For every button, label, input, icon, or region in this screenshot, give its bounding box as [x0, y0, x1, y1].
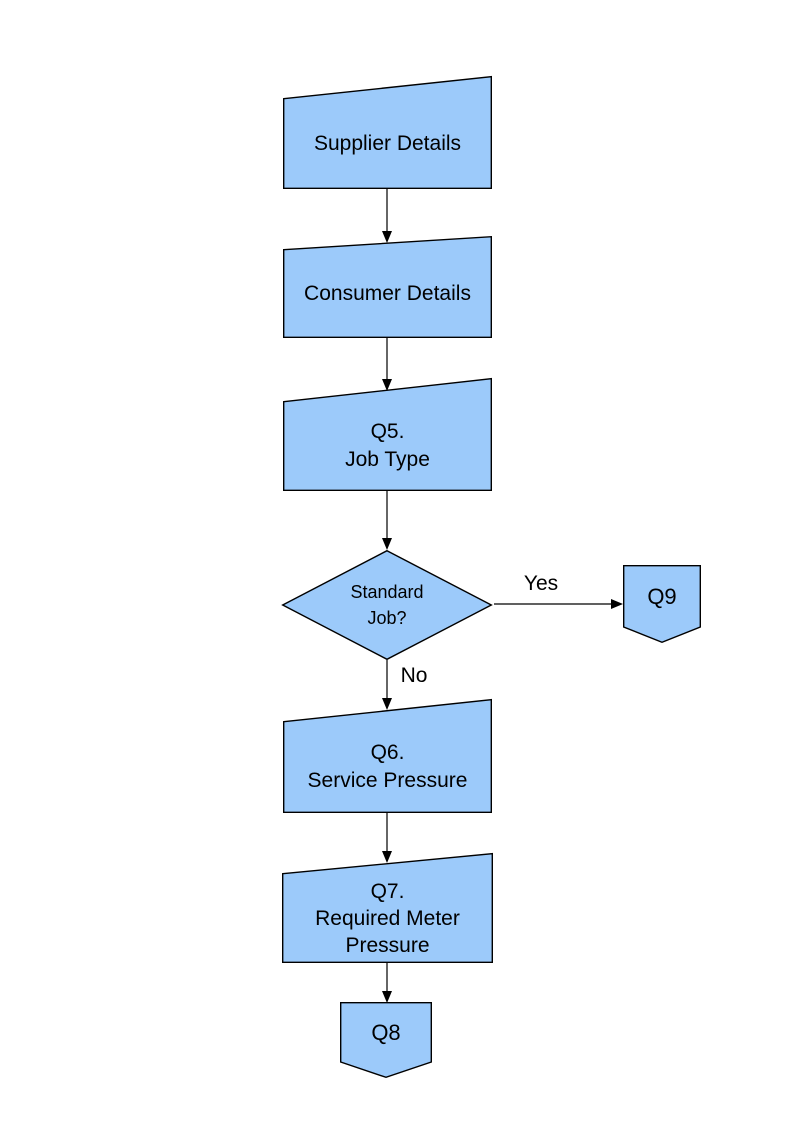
off-page-connector-shape: [339, 1001, 433, 1079]
edge-label-yes: Yes: [523, 572, 559, 595]
flow-node-q7-required-meter-pressure: Q7. Required Meter Pressure: [281, 852, 494, 964]
decision-diamond-shape: [281, 549, 493, 661]
arrow-decision-to-q6: [382, 660, 392, 710]
arrow-q5-to-decision: [382, 491, 392, 550]
node-label-q9: Q9: [647, 584, 677, 609]
node-label-q8: Q8: [371, 1020, 401, 1045]
flow-node-standard-job-decision: Standard Job?: [281, 549, 493, 661]
node-label-q7-required-meter-pressure: Q7. Required Meter Pressure: [315, 879, 460, 957]
flow-node-q8-connector: Q8: [339, 1001, 433, 1079]
manual-input-shape: [282, 698, 493, 814]
off-page-connector-shape: [622, 564, 702, 644]
arrow-consumer-to-q5: [382, 338, 392, 391]
flow-node-consumer-details: Consumer Details: [282, 235, 493, 339]
flow-node-q6-service-pressure: Q6. Service Pressure: [282, 698, 493, 814]
arrow-q7-to-q8: [382, 963, 392, 1003]
manual-input-shape: [281, 852, 494, 964]
flow-node-q5-job-type: Q5. Job Type: [282, 377, 493, 492]
manual-input-shape: [282, 75, 493, 190]
node-label-q6-service-pressure: Q6. Service Pressure: [307, 741, 468, 792]
edge-label-no: No: [400, 664, 428, 687]
flow-node-q9-connector: Q9: [622, 564, 702, 644]
manual-input-shape: [282, 235, 493, 339]
node-label-supplier-details: Supplier Details: [313, 131, 462, 155]
node-label-consumer-details: Consumer Details: [304, 281, 471, 305]
manual-input-shape: [282, 377, 493, 492]
flow-node-supplier-details: Supplier Details: [282, 75, 493, 190]
arrow-supplier-to-consumer: [382, 188, 392, 243]
arrow-decision-to-q9: [494, 599, 623, 609]
arrow-q6-to-q7: [382, 813, 392, 863]
node-label-standard-job: Standard Job?: [350, 582, 424, 628]
node-label-q5-job-type: Q5. Job Type: [345, 420, 430, 471]
